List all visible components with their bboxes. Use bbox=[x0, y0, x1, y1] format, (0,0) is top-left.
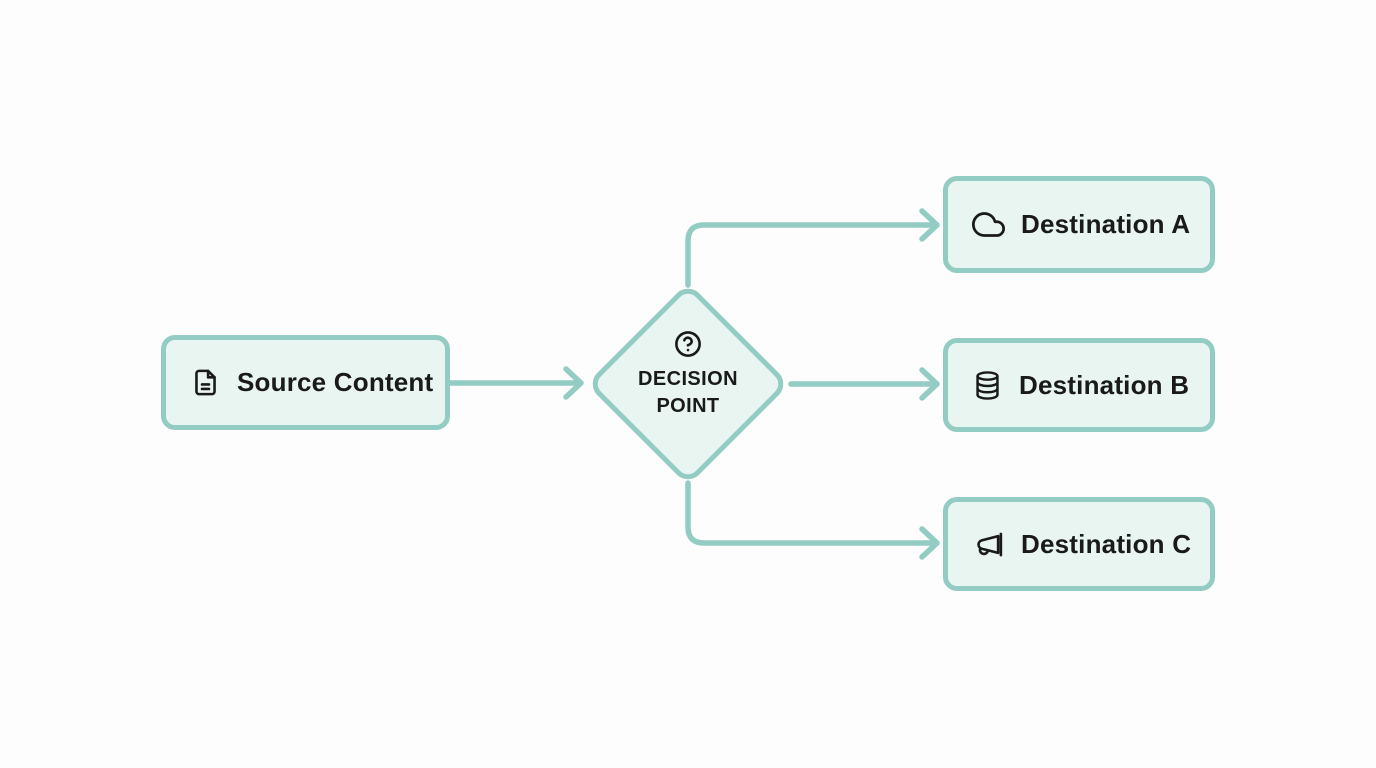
cloud-icon bbox=[972, 212, 1005, 237]
edge-decision-to-dest-c bbox=[685, 480, 940, 560]
node-label: Destination C bbox=[1021, 528, 1192, 559]
node-label: Destination B bbox=[1019, 369, 1190, 400]
document-icon bbox=[195, 369, 216, 396]
node-label: Destination A bbox=[1021, 209, 1191, 239]
megaphone-icon bbox=[977, 532, 1003, 556]
edge-decision-to-dest-b bbox=[788, 367, 940, 401]
node-destination-a[interactable]: Destination A bbox=[943, 176, 1215, 273]
node-label: Source Content bbox=[237, 367, 434, 397]
node-destination-b[interactable]: Destination B bbox=[943, 338, 1215, 432]
edge-decision-to-dest-a bbox=[685, 208, 940, 288]
edge-source-to-decision bbox=[448, 366, 584, 400]
database-icon bbox=[976, 370, 999, 400]
node-destination-c[interactable]: Destination C bbox=[943, 497, 1215, 591]
node-source-content[interactable]: Source Content bbox=[161, 335, 450, 430]
